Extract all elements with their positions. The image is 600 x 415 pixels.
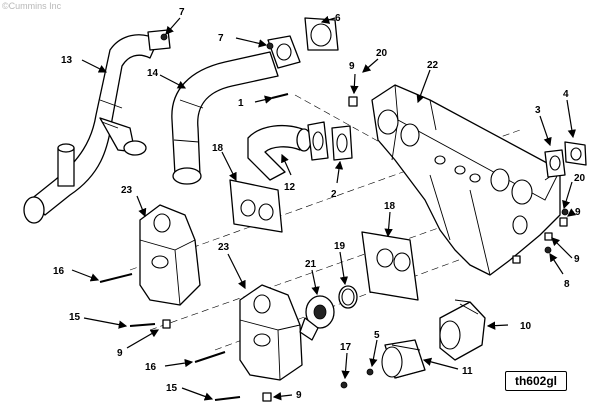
- callout-9: 9: [349, 61, 355, 72]
- callout-10: 10: [520, 321, 532, 332]
- watermark: ©Cummins Inc: [2, 1, 62, 11]
- callout-15: 15: [166, 383, 178, 394]
- part-18-gasket-upper: [229, 179, 283, 233]
- callout-19: 19: [334, 241, 346, 252]
- callout-2: 2: [331, 189, 337, 200]
- leader-lines: [71, 15, 577, 401]
- callout-23: 23: [121, 185, 133, 196]
- callout-12: 12: [284, 182, 296, 193]
- part-23-thermostat-housing-upper: [139, 204, 201, 306]
- part-13-exhaust-elbow: [23, 29, 171, 224]
- callout-labels: 7 7 6 20 9 22 13 14 1 3 4 18 12 2 20 9 2…: [53, 7, 586, 401]
- part-3-gasket: [544, 149, 566, 178]
- part-18-gasket-lower: [361, 231, 419, 301]
- part-23-thermostat-housing-lower: [239, 284, 303, 381]
- fasteners: [99, 33, 569, 402]
- part-19-seal-ring: [338, 285, 358, 309]
- part-4-cover-plate: [564, 141, 587, 166]
- pipe-flange: [267, 35, 301, 69]
- callout-16: 16: [145, 362, 157, 373]
- callout-20: 20: [376, 48, 388, 59]
- callout-20: 20: [574, 173, 586, 184]
- callout-16: 16: [53, 266, 65, 277]
- callout-17: 17: [340, 342, 352, 353]
- callout-9: 9: [296, 390, 302, 401]
- callout-18: 18: [384, 201, 396, 212]
- callout-11: 11: [462, 366, 473, 377]
- callout-21: 21: [305, 259, 317, 270]
- part-14-crossover-pipe: [171, 51, 279, 185]
- part-21-thermostat: [299, 295, 335, 341]
- callout-9: 9: [575, 207, 581, 218]
- part-12-short-elbow: [247, 121, 329, 181]
- callout-1: 1: [238, 98, 244, 109]
- callout-13: 13: [61, 55, 73, 66]
- callout-8: 8: [564, 279, 570, 290]
- part-11-coupling: [381, 339, 426, 379]
- callout-4: 4: [563, 89, 569, 100]
- callout-14: 14: [147, 68, 159, 79]
- callout-3: 3: [535, 105, 541, 116]
- part-6-gasket: [304, 17, 339, 51]
- callout-7: 7: [218, 33, 224, 44]
- callout-9: 9: [574, 254, 580, 265]
- part-2-gasket: [331, 125, 353, 161]
- part-10-clamp: [439, 299, 486, 361]
- callout-7: 7: [179, 7, 185, 18]
- callout-23: 23: [218, 242, 230, 253]
- callout-18: 18: [212, 143, 224, 154]
- callout-15: 15: [69, 312, 81, 323]
- callout-5: 5: [374, 330, 380, 341]
- callout-9: 9: [117, 348, 123, 359]
- callout-22: 22: [427, 60, 439, 71]
- part-22-exhaust-manifold: [371, 84, 561, 276]
- figure-id-box: th602gl: [505, 371, 567, 391]
- callout-6: 6: [335, 13, 341, 24]
